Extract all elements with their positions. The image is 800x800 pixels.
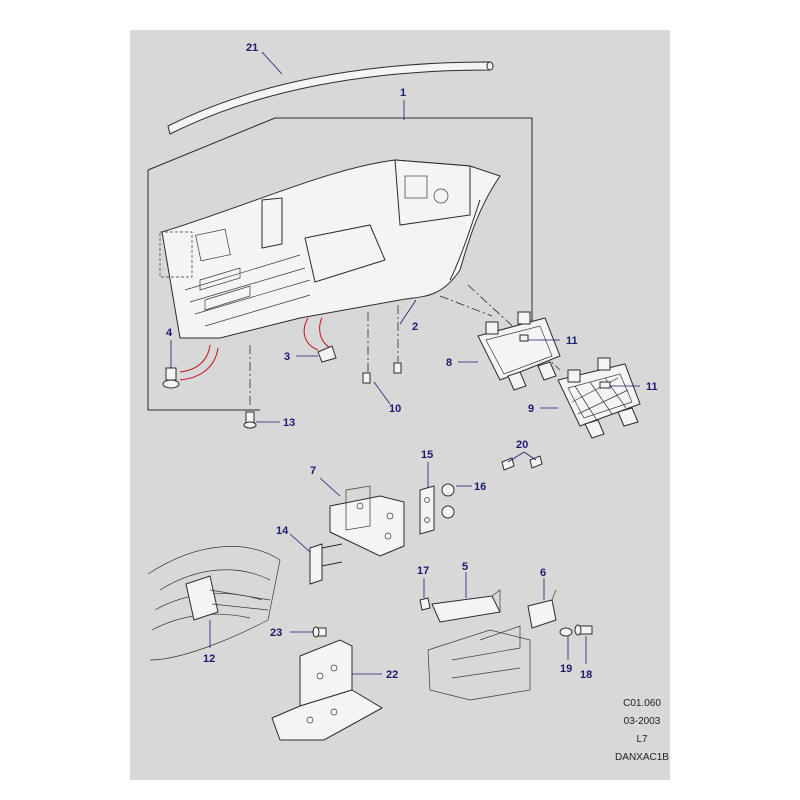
callout-6: 6	[540, 567, 546, 579]
part-21-trim-strip	[167, 51, 494, 135]
part-6-bracket	[527, 589, 557, 629]
part-15-plate	[419, 485, 435, 535]
callout-15: 15	[421, 449, 433, 461]
reference-block: C01.060 03-2003 L7 DANXAC1B	[615, 698, 669, 763]
part-5-bracket	[431, 589, 501, 623]
callout-23: 23	[270, 627, 282, 639]
callout-11-upper: 11	[566, 335, 578, 347]
callout-2: 2	[412, 321, 418, 333]
part-19-washer	[559, 627, 573, 637]
reference-id: DANXAC1B	[615, 752, 669, 763]
callout-5: 5	[462, 561, 468, 573]
part-4-push-fastener	[162, 367, 180, 389]
callout-3: 3	[284, 351, 290, 363]
part-8-lamp-bezel	[477, 311, 561, 391]
callout-11-lower: 11	[646, 381, 658, 393]
callout-20: 20	[516, 439, 528, 451]
callout-17: 17	[417, 565, 429, 577]
part-13-bolt	[243, 411, 257, 429]
part-18-bolt	[574, 624, 593, 636]
leader-lines	[170, 100, 640, 675]
callout-18: 18	[580, 669, 592, 681]
reference-code: C01.060	[623, 698, 661, 709]
part-23-bolt	[312, 626, 327, 638]
callout-22: 22	[386, 669, 398, 681]
callout-16: 16	[474, 481, 486, 493]
callout-14: 14	[276, 525, 289, 537]
callout-12: 12	[203, 653, 215, 665]
part-22-support-bracket	[271, 639, 384, 741]
callout-4: 4	[166, 327, 173, 339]
chassis-rail-sketch	[427, 625, 531, 701]
clip-indicators	[179, 317, 331, 381]
part-10-screws	[362, 362, 402, 384]
part-12-body-area	[147, 546, 281, 661]
callout-labels: 21 1 2 3 4 8 9 10 11 11 13 5 6 7 12 14 1…	[166, 42, 658, 681]
callout-21: 21	[246, 42, 258, 54]
reference-level: L7	[636, 734, 648, 745]
callout-9: 9	[528, 403, 534, 415]
callout-1: 1	[400, 87, 406, 99]
part-14-stud-plate	[309, 543, 343, 585]
callout-19: 19	[560, 663, 572, 675]
part-16-nuts	[441, 483, 455, 519]
reference-date: 03-2003	[624, 716, 661, 727]
callout-7: 7	[310, 465, 316, 477]
callout-10: 10	[389, 403, 401, 415]
part-20-clips	[501, 455, 543, 471]
part-17-screw	[419, 597, 431, 611]
assembly-1-outline	[147, 117, 533, 411]
part-3-clip	[317, 345, 337, 363]
part-7-bracket	[329, 485, 405, 557]
part-9-grille-insert	[557, 357, 641, 439]
callout-8: 8	[446, 357, 452, 369]
callout-13: 13	[283, 417, 295, 429]
part-1-bumper-cover	[159, 159, 501, 339]
